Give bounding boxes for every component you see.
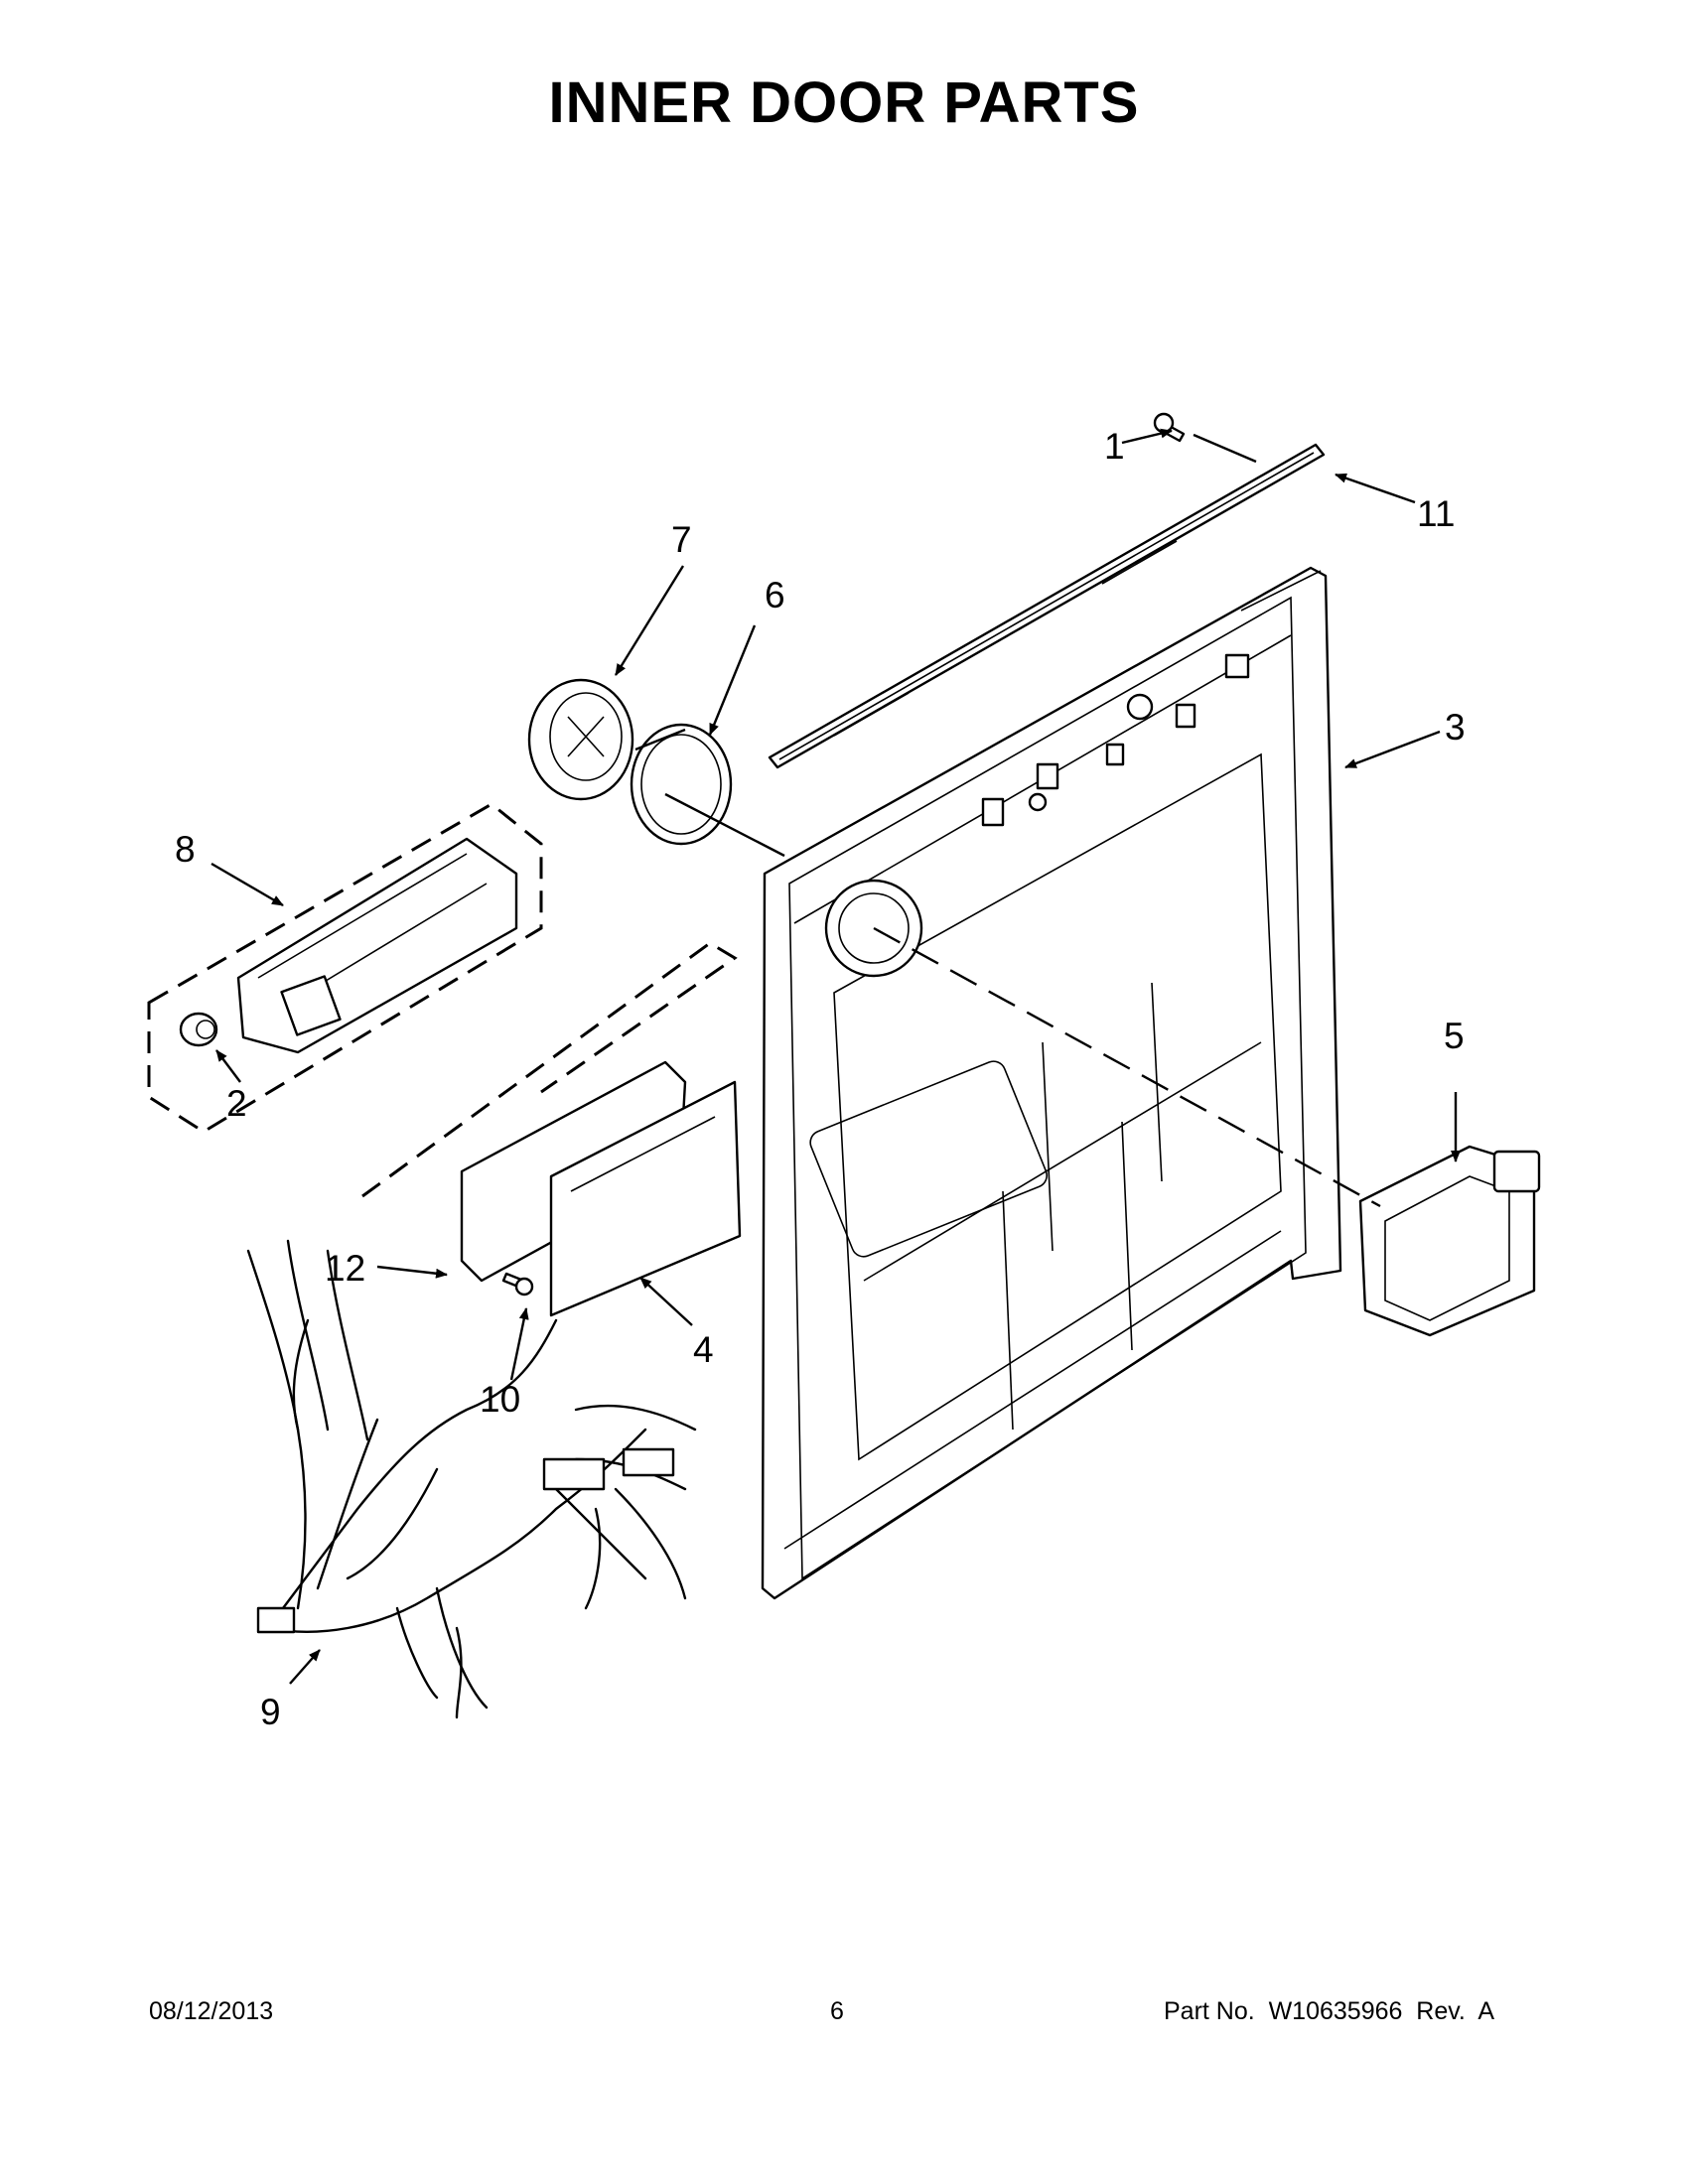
callout-10: 10 xyxy=(480,1379,520,1420)
part-9-wire-harness xyxy=(246,1239,697,1719)
callout-9: 9 xyxy=(260,1692,281,1732)
callout-1: 1 xyxy=(1104,426,1125,467)
callout-3: 3 xyxy=(1445,707,1466,748)
part-1-screw xyxy=(1153,412,1186,443)
part-6-cap-seal xyxy=(630,723,733,846)
part-3-inner-door-panel xyxy=(761,566,1342,1600)
part-4-gasket xyxy=(361,941,742,1317)
part-11-door-trim-strip xyxy=(768,443,1326,769)
callout-7: 7 xyxy=(671,519,692,560)
page-title: INNER DOOR PARTS xyxy=(548,70,1140,135)
footer-part-number: Part No. W10635966 Rev. A xyxy=(1164,1997,1495,2025)
leader-lines xyxy=(211,428,1461,1685)
callout-5: 5 xyxy=(1444,1016,1465,1056)
part-3-panel-clips xyxy=(981,653,1250,827)
callout-8: 8 xyxy=(175,829,196,870)
part-8-dispenser-assembly xyxy=(147,802,543,1134)
footer-date: 08/12/2013 xyxy=(149,1997,274,2025)
callout-12: 12 xyxy=(325,1248,365,1289)
callout-4: 4 xyxy=(693,1329,714,1370)
part-5-vent-assembly xyxy=(1358,1145,1541,1337)
footer-page-number: 6 xyxy=(830,1997,844,2025)
callout-labels: 1 2 3 4 5 6 7 8 9 10 11 12 xyxy=(175,426,1466,1732)
callout-2: 2 xyxy=(226,1083,247,1124)
callout-6: 6 xyxy=(765,575,785,615)
part-2-knob xyxy=(179,1012,218,1047)
part-7-dispenser-cap xyxy=(527,678,634,801)
part-10-screw xyxy=(501,1272,534,1297)
callout-11: 11 xyxy=(1417,493,1455,534)
